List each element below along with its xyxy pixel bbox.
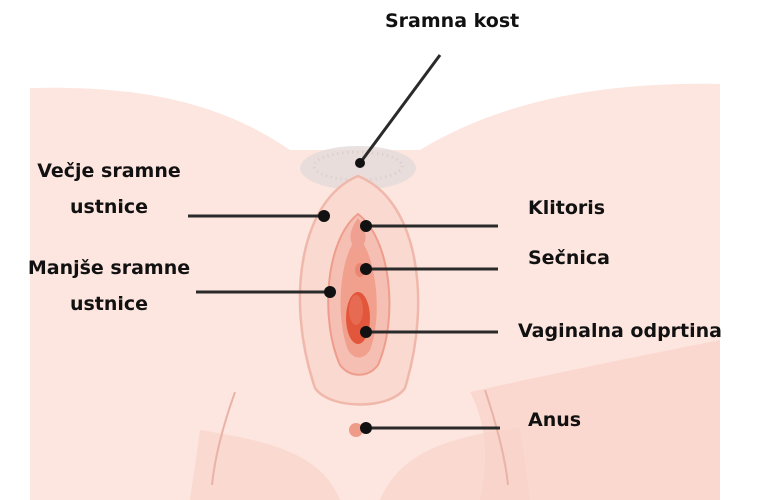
dot-anus bbox=[360, 422, 372, 434]
dot-labia-majora bbox=[318, 210, 330, 222]
label-labia-minora-line1: Manjše sramne bbox=[28, 257, 190, 279]
label-labia-minora-line2: ustnice bbox=[70, 293, 148, 315]
label-clitoris: Klitoris bbox=[528, 190, 605, 226]
dot-clitoris bbox=[360, 220, 372, 232]
label-anus: Anus bbox=[528, 402, 581, 438]
label-labia-majora-line1: Večje sramne bbox=[37, 160, 181, 182]
label-labia-majora-line2: ustnice bbox=[70, 196, 148, 218]
dot-vaginal-opening bbox=[360, 326, 372, 338]
label-labia-minora: Manjše sramne ustnice bbox=[4, 250, 214, 322]
vaginal-opening-inner bbox=[349, 295, 363, 325]
label-vaginal-opening: Vaginalna odprtina bbox=[518, 313, 722, 349]
label-pubic-bone: Sramna kost bbox=[385, 3, 519, 39]
dot-urethra bbox=[360, 263, 372, 275]
dot-pubic-bone bbox=[355, 158, 365, 168]
dot-labia-minora bbox=[324, 286, 336, 298]
label-labia-majora: Večje sramne ustnice bbox=[14, 153, 204, 225]
label-urethra: Sečnica bbox=[528, 240, 610, 276]
